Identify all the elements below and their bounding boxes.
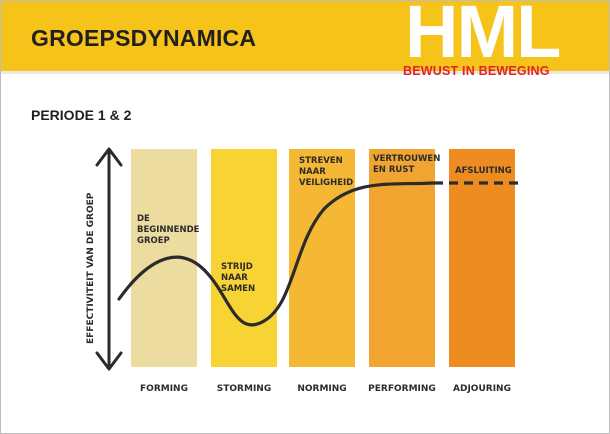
phase-name-forming: FORMING xyxy=(140,384,188,394)
phase-name-performing: PERFORMING xyxy=(368,384,436,394)
phase-column-adjouring xyxy=(449,149,515,367)
phase-caption-forming: BEGINNENDE xyxy=(137,225,200,235)
slide-title: GROEPSDYNAMICA xyxy=(31,25,257,51)
phase-caption-norming: VEILIGHEID xyxy=(299,178,353,188)
header-divider xyxy=(1,71,609,74)
y-axis-label: EFFECTIVITEIT VAN DE GROEP xyxy=(86,192,96,344)
phase-name-storming: STORMING xyxy=(217,384,271,394)
phase-caption-storming: STRIJD xyxy=(221,262,253,272)
effectiveness-curve xyxy=(117,181,436,327)
phase-name-adjouring: ADJOURING xyxy=(453,384,511,394)
phase-caption-storming: SAMEN xyxy=(221,284,255,294)
hml-logo: HML BEWUST IN BEWEGING xyxy=(399,1,609,81)
phase-caption-storming: NAAR xyxy=(221,273,248,283)
logo-tagline: BEWUST IN BEWEGING xyxy=(403,64,550,78)
logo-wordmark: HML xyxy=(405,0,561,73)
period-subtitle: PERIODE 1 & 2 xyxy=(31,107,132,123)
phase-caption-norming: STREVEN xyxy=(299,156,343,166)
header-bar xyxy=(1,1,609,71)
phase-caption-forming: GROEP xyxy=(137,236,170,246)
phase-caption-norming: NAAR xyxy=(299,167,326,177)
phase-caption-adjouring: AFSLUITING xyxy=(455,166,512,176)
phase-caption-performing: EN RUST xyxy=(373,165,414,175)
phase-caption-forming: DE xyxy=(137,214,150,224)
phase-name-norming: NORMING xyxy=(297,384,346,394)
y-axis-arrow-bottom xyxy=(95,351,123,371)
y-axis-arrow-top xyxy=(95,147,123,167)
group-dynamics-diagram: EFFECTIVITEIT VAN DE GROEP DEBEGINNENDEG… xyxy=(86,147,519,394)
phase-column-storming xyxy=(211,149,277,367)
phase-caption-performing: VERTROUWEN xyxy=(373,154,440,164)
